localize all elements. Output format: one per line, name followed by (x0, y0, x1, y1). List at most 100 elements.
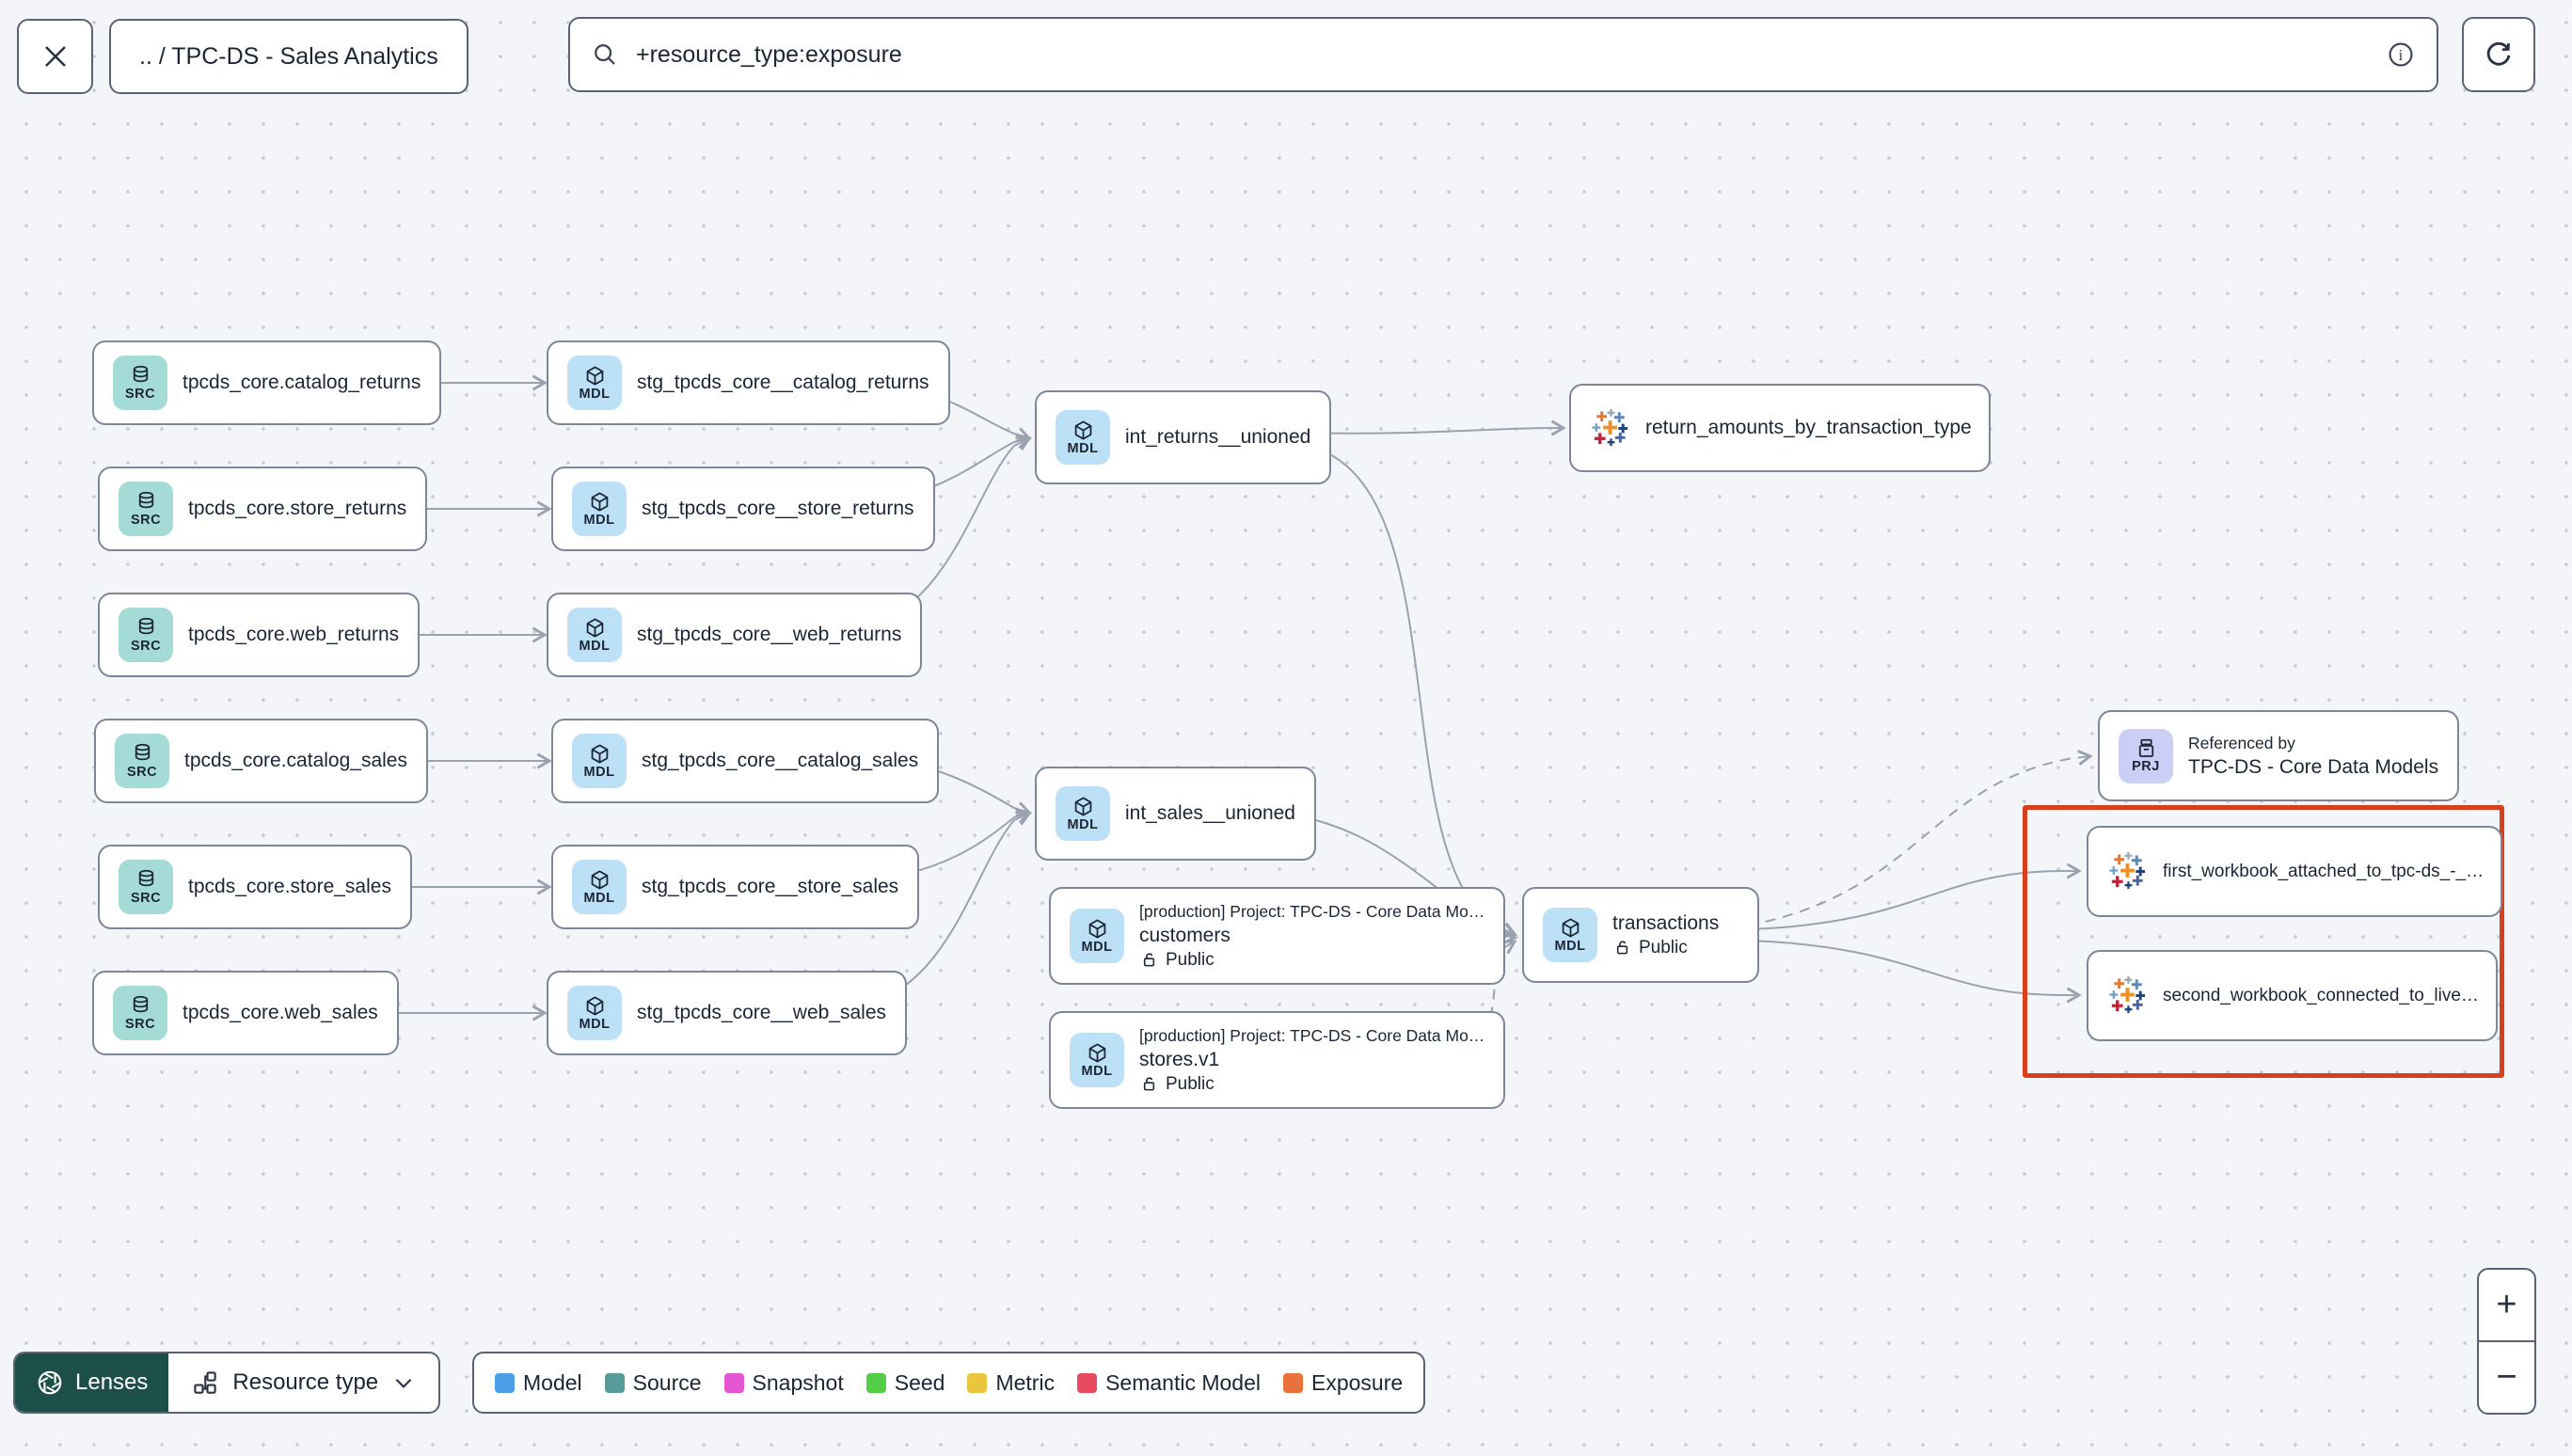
model-cube-icon (586, 366, 603, 386)
legend-item-snapshot: Snapshot (723, 1369, 844, 1396)
node-label: return_amounts_by_transaction_type (1645, 417, 1972, 438)
aperture-icon (38, 1370, 62, 1395)
node-exp-first-workbook[interactable]: first_workbook_attached_to_tpc-ds_-_… (2087, 826, 2503, 917)
legend-label: Source (632, 1369, 702, 1395)
node-label: tpcds_core.catalog_returns (183, 372, 421, 393)
node-subtitle: [production] Project: TPC-DS - Core Data… (1139, 1025, 1485, 1045)
mdl-badge: MDL (1543, 908, 1597, 962)
model-cube-icon (1562, 918, 1579, 938)
model-cube-icon (1074, 797, 1091, 816)
svg-text:i: i (2399, 46, 2404, 64)
model-cube-icon (591, 870, 608, 890)
resource-type-icon (194, 1371, 217, 1394)
lenses-button[interactable]: Lenses (15, 1353, 169, 1412)
zoom-divider (2479, 1339, 2534, 1343)
mdl-badge: MDL (567, 986, 622, 1040)
legend-swatch (967, 1372, 988, 1393)
node-stg-web-sales[interactable]: MDL stg_tpcds_core__web_sales (547, 971, 908, 1055)
src-badge: SRC (119, 860, 173, 914)
node-exp-return-amounts[interactable]: return_amounts_by_transaction_type (1569, 384, 1991, 472)
database-icon (133, 995, 148, 1013)
mdl-badge: MDL (567, 608, 622, 662)
node-label: stg_tpcds_core__store_returns (642, 498, 914, 519)
tableau-logo-icon (2109, 851, 2146, 890)
prj-badge: PRJ (2119, 728, 2173, 783)
mdl-badge: MDL (1070, 909, 1124, 963)
legend-label: Semantic Model (1105, 1369, 1261, 1395)
model-cube-icon (586, 996, 603, 1016)
close-button[interactable] (17, 19, 93, 94)
legend-item-model: Model (495, 1370, 582, 1396)
legend-swatch (723, 1372, 744, 1393)
mdl-badge: MDL (1056, 410, 1110, 465)
chevron-down-icon (395, 1378, 412, 1388)
legend-label: Seed (894, 1369, 945, 1395)
node-exp-second-workbook[interactable]: second_workbook_connected_to_live… (2087, 950, 2498, 1041)
node-label: stg_tpcds_core__catalog_returns (637, 372, 929, 393)
search-input[interactable] (634, 40, 2371, 70)
lens-toolbar: Lenses Resource type (13, 1352, 441, 1414)
canvas-zoom-controls: + − (2477, 1268, 2536, 1415)
model-cube-icon (586, 618, 603, 638)
breadcrumb[interactable]: .. / TPC-DS - Sales Analytics (109, 19, 468, 94)
legend-swatch (1077, 1372, 1098, 1393)
node-label: int_sales__unioned (1125, 802, 1295, 824)
legend-item-metric: Metric (967, 1370, 1055, 1396)
mdl-badge: MDL (1070, 1033, 1124, 1087)
model-cube-icon (591, 744, 608, 764)
legend-label: Metric (995, 1369, 1056, 1395)
zoom-out-button[interactable]: − (2496, 1357, 2517, 1398)
access-badge: Public (1139, 950, 1484, 971)
legend-swatch (1283, 1372, 1303, 1393)
node-label: tpcds_core.catalog_sales (184, 750, 407, 771)
node-label: transactions (1612, 911, 1720, 934)
node-label: stg_tpcds_core__store_sales (642, 876, 899, 897)
search-bar[interactable]: i (568, 17, 2438, 92)
node-label: second_workbook_connected_to_live… (2163, 985, 2479, 1005)
node-label: tpcds_core.web_sales (183, 1002, 378, 1023)
legend-label: Snapshot (752, 1369, 844, 1395)
legend-swatch (604, 1372, 625, 1393)
database-icon (138, 491, 153, 509)
info-icon[interactable]: i (2386, 40, 2416, 70)
refresh-icon (2486, 41, 2511, 66)
legend-label: Exposure (1311, 1369, 1404, 1395)
node-label: int_returns__unioned (1125, 426, 1311, 448)
refresh-button[interactable] (2462, 17, 2535, 92)
resource-type-legend: Model Source Snapshot Seed Metric Semantic Mo… (472, 1352, 1426, 1414)
unlock-icon (1143, 953, 1155, 967)
legend-item-exposure: Exposure (1283, 1370, 1403, 1396)
zoom-in-button[interactable]: + (2496, 1284, 2517, 1324)
node-customers[interactable]: MDL[production] Project: TPC-DS - Core D… (1049, 887, 1506, 985)
resource-type-dropdown[interactable]: Resource type (168, 1353, 438, 1412)
node-label: stg_tpcds_core__web_sales (637, 1002, 887, 1023)
database-icon (133, 365, 148, 383)
access-badge: Public (1139, 1074, 1484, 1095)
legend-swatch (495, 1372, 515, 1393)
node-stores-v1[interactable]: MDL [production] Project: TPC-DS - Core D… (1049, 1011, 1506, 1109)
node-int-returns-unioned[interactable]: MDL int_returns__unioned (1035, 390, 1332, 484)
resource-type-label: Resource type (232, 1369, 379, 1395)
node-label: customers (1139, 924, 1230, 946)
model-cube-icon (1088, 1043, 1105, 1063)
mdl-badge: MDL (572, 734, 627, 788)
node-label: tpcds_core.web_returns (188, 624, 400, 645)
legend-swatch (865, 1372, 886, 1393)
src-badge: SRC (113, 986, 167, 1040)
close-icon (44, 46, 66, 67)
node-src-web-sales[interactable]: SRC tpcds_core.web_sales (92, 971, 399, 1055)
